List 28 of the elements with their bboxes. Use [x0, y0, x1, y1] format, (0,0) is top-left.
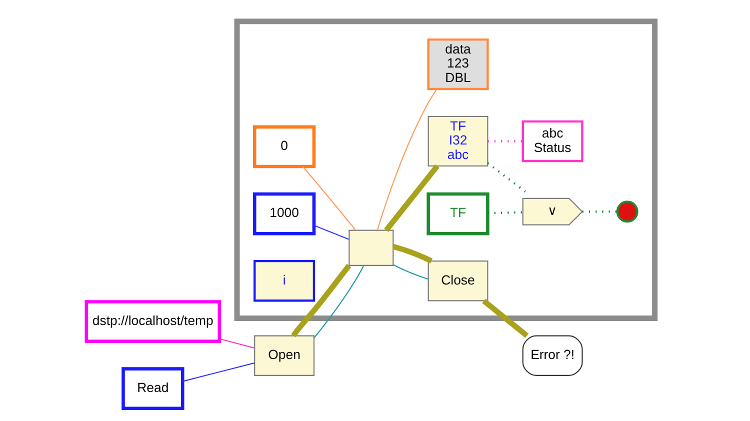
connector [482, 298, 529, 338]
node-box: Close [428, 260, 488, 302]
connector [220, 338, 255, 349]
node-box: 0 [252, 125, 316, 168]
node-box: dstp://localhost/temp [84, 300, 222, 343]
node-circle [616, 200, 638, 223]
connector [487, 162, 526, 193]
node-box: data 123 DBL [427, 38, 489, 90]
node-box: 1000 [252, 192, 316, 236]
connector [302, 166, 356, 230]
connector [384, 164, 440, 232]
node-box: TF I32 abc [428, 116, 488, 167]
node-box: Read [122, 367, 184, 410]
connector [376, 88, 438, 230]
node-box: abc Status [522, 120, 584, 162]
cluster [234, 18, 658, 321]
node-box: Open [254, 335, 315, 376]
connector [392, 244, 433, 264]
connector [582, 210, 618, 213]
node-box: Error ?! [522, 335, 583, 376]
connector [392, 264, 428, 280]
node-box [348, 230, 394, 266]
connector [314, 224, 349, 240]
connector [314, 265, 364, 338]
node-box: TF [426, 192, 490, 236]
connector [291, 264, 352, 338]
node-box: i [254, 260, 316, 302]
connector [182, 362, 255, 382]
